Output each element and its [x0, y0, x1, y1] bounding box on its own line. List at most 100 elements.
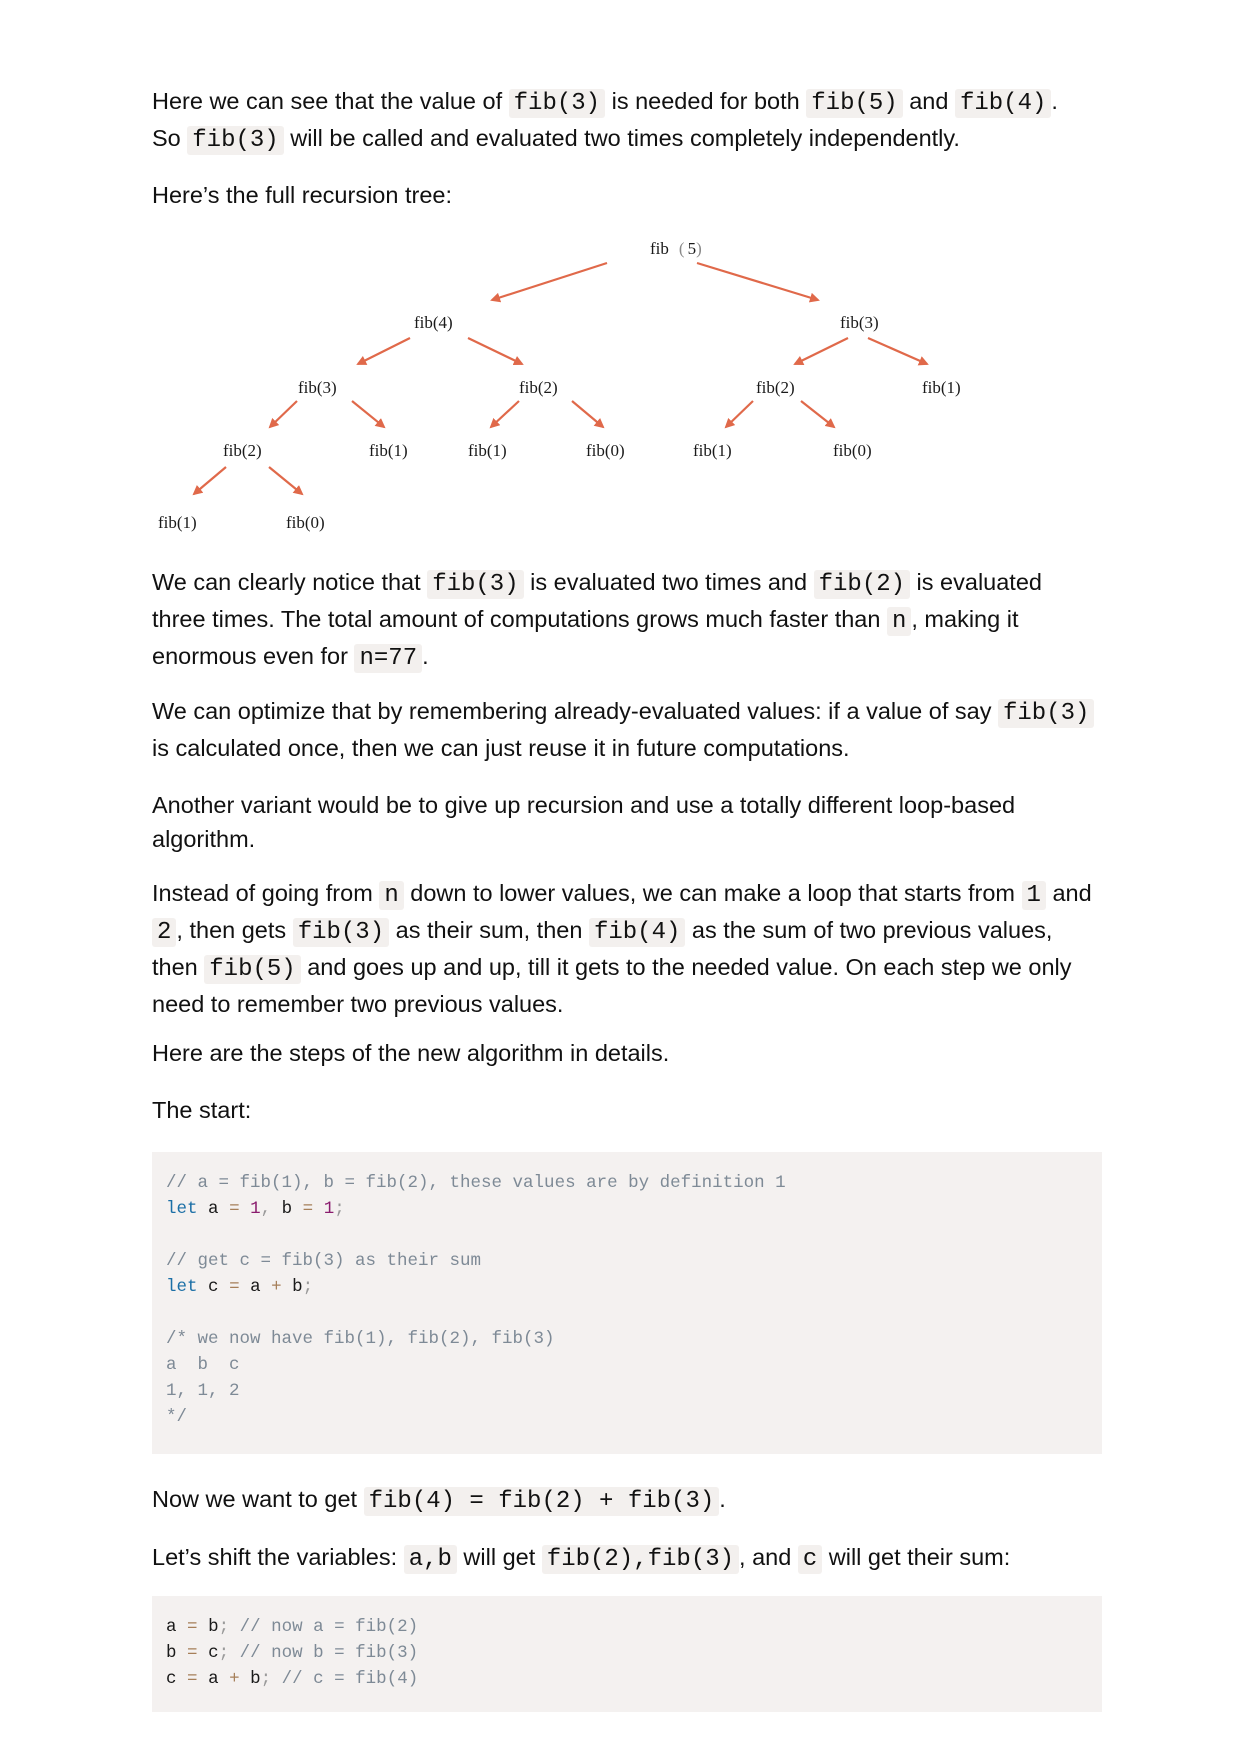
tree-arrow	[800, 400, 836, 429]
code-punctuation: ;	[218, 1643, 230, 1663]
code-number: 1	[250, 1199, 261, 1219]
code-var: a	[208, 1199, 219, 1219]
inline-code: fib(4) = fib(2) + fib(3)	[363, 1487, 720, 1516]
code-comment: 1, 1, 2	[166, 1381, 240, 1401]
tree-arrow	[268, 466, 304, 496]
text: down to lower values, we can make a loop…	[403, 880, 1022, 906]
inline-code: fib(4)	[588, 918, 686, 947]
recursion-tree-diagram: fib(5) fib(4) fib(3) fib(3) fib(2) fib(2…	[158, 239, 961, 532]
text: .	[1051, 88, 1058, 114]
text: So	[152, 125, 188, 151]
paragraph-memoization: We can optimize that by remembering alre…	[152, 694, 1102, 765]
code-block-start: // a = fib(1), b = fib(2), these values …	[152, 1152, 1102, 1454]
code-var: b	[250, 1669, 261, 1689]
inline-code: n	[886, 607, 912, 636]
tree-node: fib(0)	[586, 441, 625, 460]
text: .	[422, 643, 429, 669]
tree-node: fib(4)	[414, 313, 453, 332]
text: and	[902, 88, 955, 114]
code-comment: // now b = fib(3)	[239, 1643, 419, 1663]
code-var: a	[250, 1277, 261, 1297]
inline-code: 2	[152, 918, 177, 947]
code-var: b	[166, 1643, 177, 1663]
code-operator: =	[187, 1669, 198, 1689]
text: , and	[739, 1544, 798, 1570]
inline-code: fib(3)	[292, 918, 390, 947]
code-operator: =	[229, 1199, 240, 1219]
tree-node: fib(3)	[298, 378, 337, 397]
text: Let’s shift the variables:	[152, 1544, 404, 1570]
code-operator: +	[271, 1277, 282, 1297]
code-keyword: let	[166, 1199, 198, 1219]
code-var: a	[208, 1669, 219, 1689]
paragraph-loop-variant: Another variant would be to give up recu…	[152, 792, 1016, 852]
code-comment: // a = fib(1), b = fib(2), these values …	[166, 1173, 786, 1193]
tree-arrow	[490, 261, 608, 303]
code-operator: +	[229, 1669, 240, 1689]
tree-node: fib(1)	[158, 513, 197, 532]
code-operator: =	[187, 1643, 198, 1663]
code-comment: a b c	[166, 1355, 240, 1375]
text: We can clearly notice that	[152, 569, 428, 595]
tree-arrow	[793, 337, 849, 365]
code-var: b	[208, 1617, 219, 1637]
tree-node: fib(2)	[223, 441, 262, 460]
inline-code: a,b	[403, 1545, 457, 1574]
paragraph-shift-variables: Let’s shift the variables: a,b will get …	[152, 1540, 1102, 1577]
code-punctuation: ;	[260, 1669, 272, 1689]
inline-code: fib(5)	[806, 89, 903, 118]
tree-node: fib(1)	[922, 378, 961, 397]
code-var: c	[208, 1277, 219, 1297]
code-punctuation: ,	[260, 1199, 272, 1219]
text: .	[719, 1486, 726, 1512]
text: is evaluated two times and	[523, 569, 814, 595]
tree-arrow	[351, 400, 386, 429]
inline-code: fib(5)	[204, 955, 301, 984]
tree-node: fib(0)	[286, 513, 325, 532]
code-block-shift: a = b; // now a = fib(2) b = c; // now b…	[152, 1596, 1102, 1712]
code-var: c	[166, 1669, 177, 1689]
tree-arrow	[571, 400, 605, 429]
text: as the sum of two previous values, then	[152, 917, 1053, 980]
code-comment: // now a = fib(2)	[239, 1617, 419, 1637]
paragraph-repeated-evaluation: We can clearly notice that fib(3) is eva…	[152, 565, 1102, 676]
code-operator: =	[229, 1277, 240, 1297]
inline-code: fib(3)	[427, 570, 524, 599]
paragraph-overlapping-subproblems: Here we can see that the value of fib(3)…	[152, 84, 1102, 158]
paragraph-bottom-up: Instead of going from n down to lower va…	[152, 876, 1102, 1021]
code-var: c	[208, 1643, 219, 1663]
tree-node: fib(2)	[519, 378, 558, 397]
tree-node: fib(2)	[756, 378, 795, 397]
code-var: b	[281, 1199, 293, 1219]
tree-arrow	[192, 466, 227, 496]
tree-arrow	[268, 400, 298, 429]
tree-arrow	[696, 261, 820, 303]
text: is evaluated three times. The total amou…	[152, 569, 1042, 632]
code-var: a	[166, 1617, 177, 1637]
text: We can optimize that by remembering alre…	[152, 698, 998, 724]
inline-code: fib(4)	[954, 89, 1052, 118]
inline-code: fib(3)	[998, 699, 1095, 728]
inline-code: fib(3)	[187, 126, 284, 155]
tree-arrow	[467, 337, 524, 366]
paragraph-next-step: Now we want to get fib(4) = fib(2) + fib…	[152, 1482, 1102, 1519]
tree-arrow	[867, 336, 929, 366]
inline-code: n=77	[354, 644, 423, 673]
paragraph-tree-intro: Here’s the full recursion tree:	[152, 182, 452, 208]
tree-arrow	[489, 400, 520, 429]
code-comment: /* we now have fib(1), fib(2), fib(3)	[166, 1329, 555, 1349]
text: , then gets	[176, 917, 293, 943]
tree-node: fib(1)	[693, 441, 732, 460]
text: as their sum, then	[389, 917, 589, 943]
code-punctuation: ;	[302, 1277, 314, 1297]
tree-arrow	[356, 337, 411, 365]
text: Instead of going from	[152, 880, 380, 906]
text: will be called and evaluated two times c…	[283, 125, 960, 151]
tree-root-node: fib(5)	[650, 239, 702, 258]
code-punctuation: ;	[334, 1199, 345, 1219]
tree-edges	[192, 261, 929, 496]
inline-code: n	[379, 881, 404, 910]
tree-arrow	[724, 400, 754, 429]
text: is calculated once, then we can just reu…	[152, 735, 850, 761]
code-comment: */	[166, 1407, 188, 1427]
